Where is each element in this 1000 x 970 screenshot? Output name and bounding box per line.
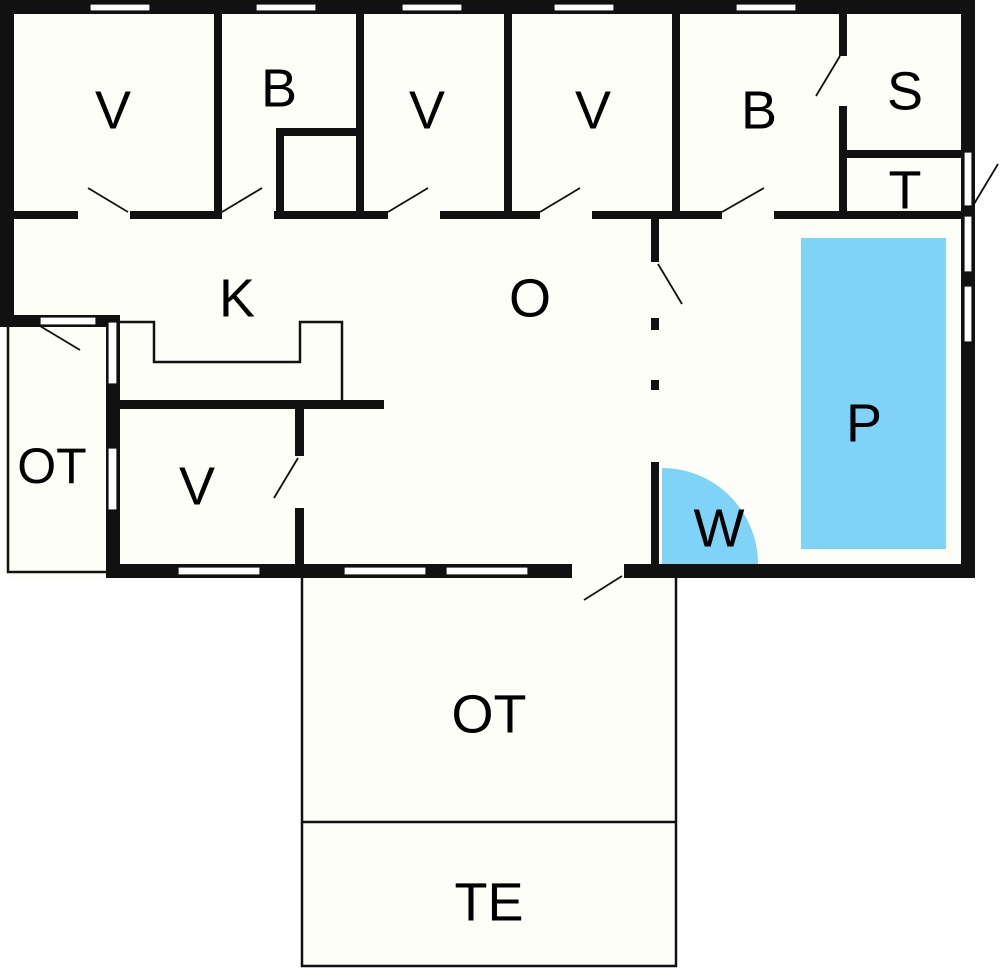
door-gap-b2: [722, 210, 774, 220]
door-swing-terrace: [583, 575, 623, 601]
outside-bottom-left: [0, 578, 300, 970]
window-left-v2: [107, 447, 118, 511]
divider-s-t: [839, 150, 964, 158]
door-swing-v3: [539, 187, 581, 213]
window-top-1: [89, 3, 151, 12]
outside-bottom-right: [678, 578, 1000, 970]
nook-left: [276, 128, 284, 216]
room-label-v4: V: [179, 456, 215, 516]
window-top-4: [553, 3, 615, 12]
door-swing-v2: [387, 187, 429, 213]
room-label-o: O: [509, 268, 551, 328]
door-gap-pool: [650, 262, 660, 318]
left-terrace-outline: [6, 322, 108, 574]
window-top-2: [255, 3, 317, 12]
v4-top-wall: [114, 400, 384, 409]
divider-4: [672, 8, 680, 216]
left-wall-upper: [0, 0, 14, 320]
bottom-terrace-floor: [302, 578, 676, 966]
bottom-terrace-outline: [300, 578, 678, 968]
window-bottom-1: [177, 566, 261, 576]
room-label-w: W: [694, 498, 745, 558]
whirlpool: [662, 468, 758, 564]
door-swing-b1: [221, 187, 263, 213]
door-swings: [39, 55, 999, 601]
window-top-5: [735, 3, 797, 12]
room-label-v1: V: [95, 80, 131, 140]
door-gap-pool-3: [650, 390, 660, 462]
room-labels: V B V V B S T K O P W OT V OT TE: [17, 58, 923, 932]
floor-areas: [0, 8, 1000, 970]
door-swing-pool: [657, 263, 683, 305]
window-top-3: [401, 3, 463, 12]
door-gap-v4: [294, 456, 305, 508]
door-gap-b1: [222, 210, 274, 220]
nook-top: [276, 128, 364, 136]
kitchen-counter: [120, 320, 344, 402]
top-wall: [0, 0, 975, 14]
windows: [39, 3, 973, 576]
window-right-1: [963, 151, 973, 207]
divider-2: [356, 8, 364, 216]
window-left-v: [107, 321, 118, 385]
door-gap-v2: [388, 210, 440, 220]
door-swing-v4: [273, 457, 299, 499]
room-label-b2: B: [741, 80, 777, 140]
window-right-3: [963, 285, 973, 343]
bedroom-row-wall: [8, 211, 963, 219]
door-gap-pool-2: [650, 330, 660, 380]
door-gap-v3: [540, 210, 592, 220]
pool: [801, 238, 946, 549]
window-bottom-2: [343, 566, 427, 576]
divider-1: [214, 8, 222, 216]
room-label-te: TE: [454, 872, 523, 932]
room-label-s: S: [887, 61, 923, 121]
room-label-k: K: [219, 268, 255, 328]
room-label-v2: V: [409, 80, 445, 140]
room-label-t: T: [889, 160, 922, 220]
room-label-p: P: [846, 393, 882, 453]
door-swing-b2: [721, 187, 765, 213]
door-swing-ot-left: [39, 325, 81, 351]
door-gap-terrace: [572, 563, 624, 579]
door-swing-v1: [87, 187, 129, 213]
thin-lines: [6, 320, 678, 968]
door-swing-s: [815, 55, 841, 97]
window-corner-left: [39, 316, 97, 326]
window-bottom-3: [445, 566, 529, 576]
room-label-ot-left: OT: [17, 438, 86, 494]
window-right-2: [963, 215, 973, 273]
door-gap-v1: [78, 210, 130, 220]
room-label-ot-bottom: OT: [452, 684, 527, 744]
room-label-v3: V: [575, 80, 611, 140]
door-gap-s: [838, 56, 848, 106]
divider-5: [839, 8, 847, 216]
left-terrace-floor: [8, 322, 112, 572]
door-swing-t: [973, 163, 999, 205]
room-label-b1: B: [261, 58, 297, 118]
door-openings: [78, 56, 848, 579]
bottom-wall: [106, 564, 975, 578]
divider-3: [504, 8, 512, 216]
